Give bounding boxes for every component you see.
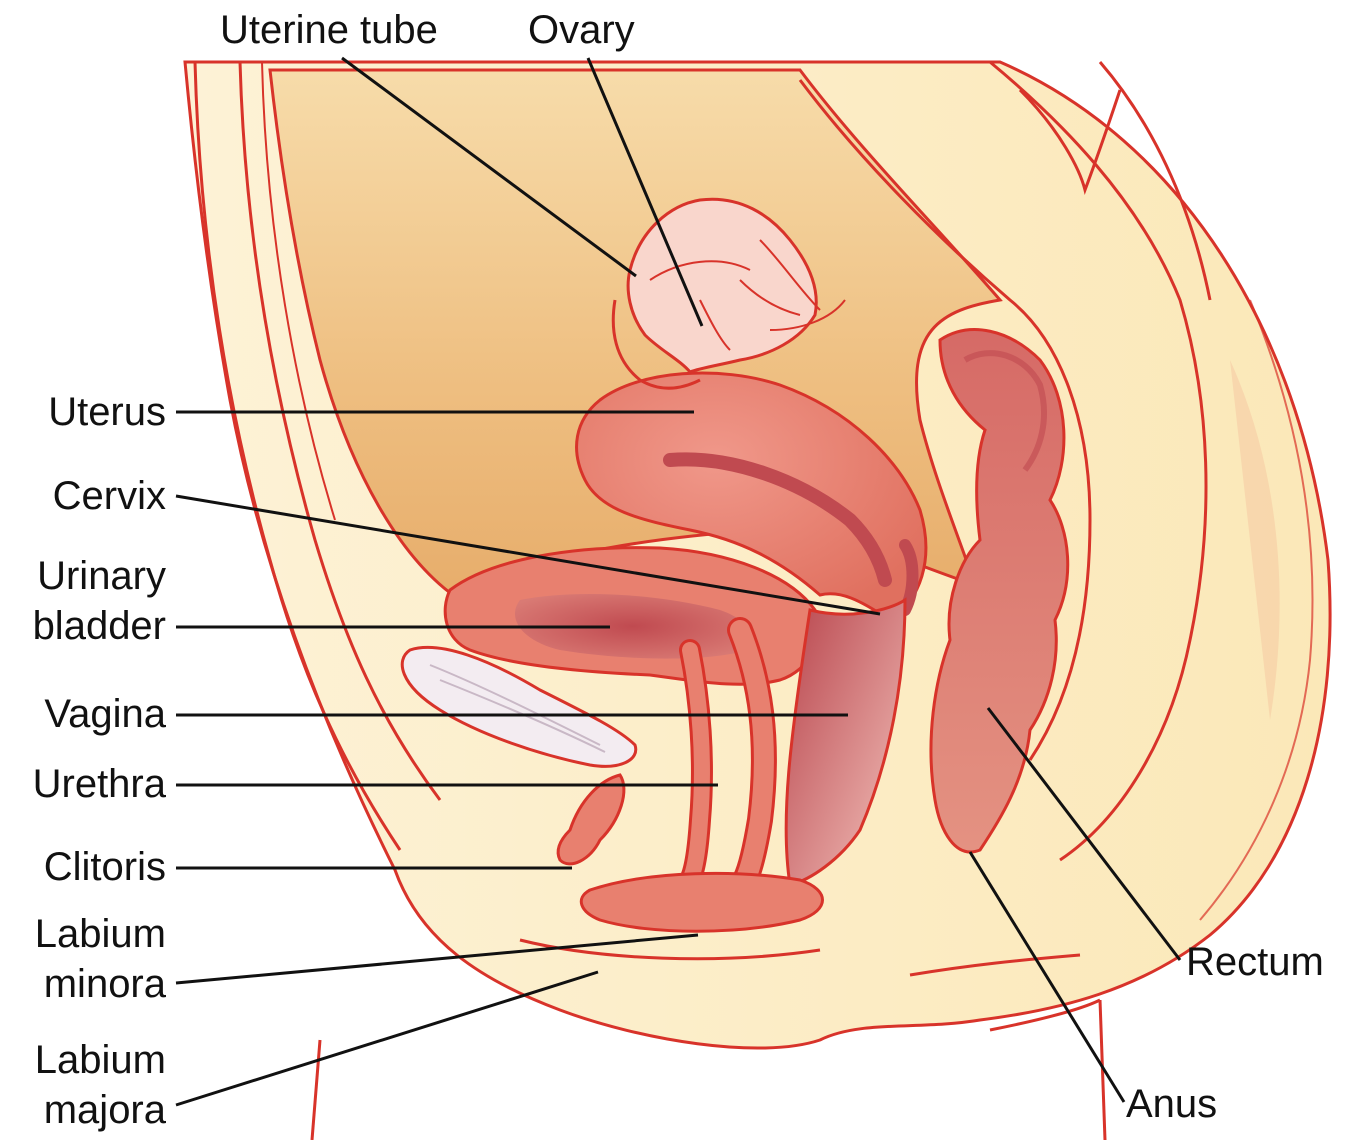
leader-labium-majora bbox=[176, 972, 598, 1105]
label-labium-minora-line2: minora bbox=[0, 960, 166, 1008]
label-vagina: Vagina bbox=[0, 690, 166, 738]
label-urethra: Urethra bbox=[0, 760, 166, 808]
label-rectum: Rectum bbox=[1186, 938, 1324, 986]
label-uterus: Uterus bbox=[0, 388, 166, 436]
label-urinary-bladder-line2: bladder bbox=[0, 602, 166, 650]
label-labium-majora-line2: majora bbox=[0, 1086, 166, 1134]
label-labium-minora-line1: Labium bbox=[0, 910, 166, 958]
label-clitoris: Clitoris bbox=[0, 843, 166, 891]
label-cervix: Cervix bbox=[0, 472, 166, 520]
label-uterine-tube: Uterine tube bbox=[220, 6, 438, 54]
label-labium-majora-line1: Labium bbox=[0, 1036, 166, 1084]
label-urinary-bladder-line1: Urinary bbox=[0, 552, 166, 600]
label-anus: Anus bbox=[1126, 1080, 1217, 1128]
label-ovary: Ovary bbox=[528, 6, 635, 54]
